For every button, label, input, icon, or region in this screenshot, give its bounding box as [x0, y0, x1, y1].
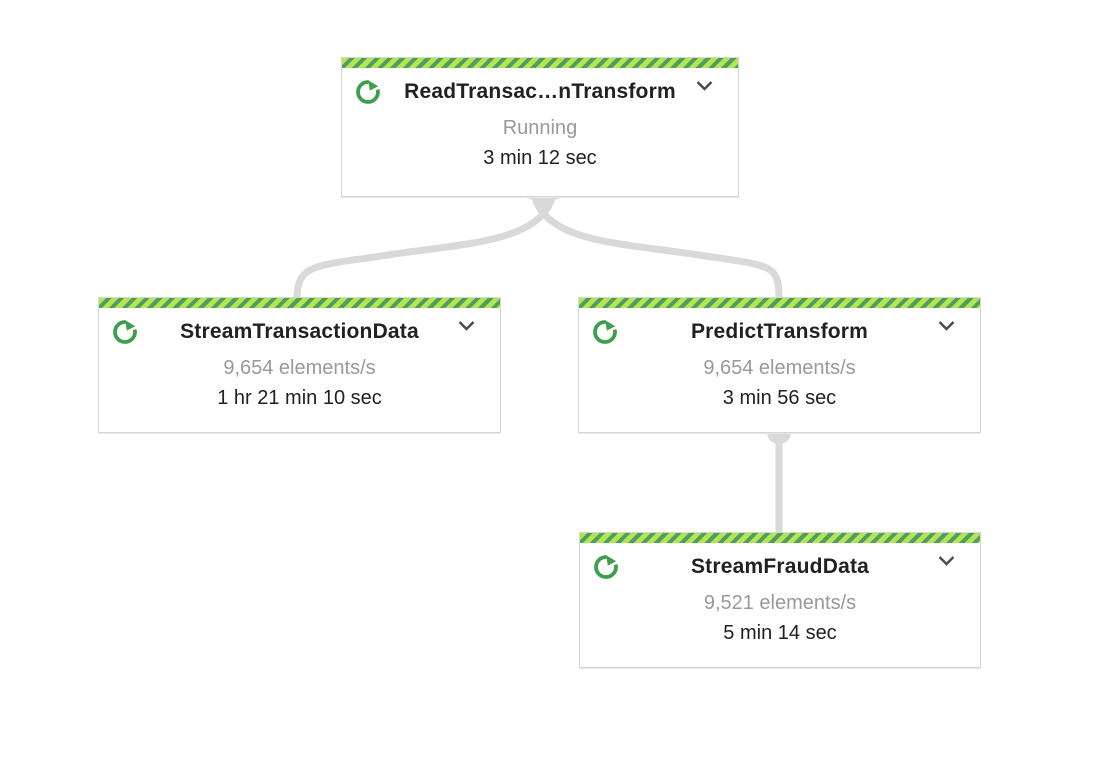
running-progress-stripe — [342, 58, 738, 68]
running-status-icon — [112, 316, 141, 345]
running-progress-stripe — [99, 298, 500, 308]
chevron-down-icon[interactable] — [695, 75, 714, 91]
step-node-predict-transform[interactable]: PredictTransform 9,654 elements/s 3 min … — [578, 297, 981, 433]
step-node-read-transform[interactable]: ReadTransac…nTransform Running 3 min 12 … — [341, 57, 739, 197]
running-status-icon — [592, 316, 621, 345]
step-throughput: 9,654 elements/s — [703, 357, 856, 379]
step-duration: 1 hr 21 min 10 sec — [217, 387, 382, 409]
step-node-stream-transaction-data[interactable]: StreamTransactionData 9,654 elements/s 1… — [98, 297, 501, 433]
step-header: PredictTransform — [579, 315, 980, 346]
edge-read-to-streamtransaction — [293, 197, 555, 303]
step-throughput: 9,521 elements/s — [703, 592, 857, 614]
step-header: ReadTransac…nTransform — [342, 75, 738, 106]
chevron-down-icon[interactable] — [937, 550, 956, 566]
chevron-down-icon[interactable] — [457, 315, 476, 331]
step-title: StreamTransactionData — [180, 320, 419, 343]
step-status: Running — [502, 117, 578, 139]
chevron-down-icon[interactable] — [937, 315, 956, 331]
step-throughput: 9,654 elements/s — [223, 357, 376, 379]
step-header: StreamFraudData — [580, 550, 980, 581]
step-duration: 3 min 56 sec — [722, 387, 837, 409]
running-progress-stripe — [580, 533, 980, 543]
step-header: StreamTransactionData — [99, 315, 500, 346]
step-title: PredictTransform — [690, 320, 869, 343]
running-progress-stripe — [579, 298, 980, 308]
edge-read-to-predict — [532, 197, 783, 303]
running-status-icon — [355, 76, 384, 105]
step-node-stream-fraud-data[interactable]: StreamFraudData 9,521 elements/s 5 min 1… — [579, 532, 981, 668]
step-duration: 5 min 14 sec — [723, 622, 837, 644]
running-status-icon — [593, 551, 622, 580]
output-port-read — [521, 197, 567, 215]
step-title: StreamFraudData — [690, 555, 870, 578]
step-duration: 3 min 12 sec — [483, 147, 597, 169]
step-title: ReadTransac…nTransform — [404, 80, 676, 103]
